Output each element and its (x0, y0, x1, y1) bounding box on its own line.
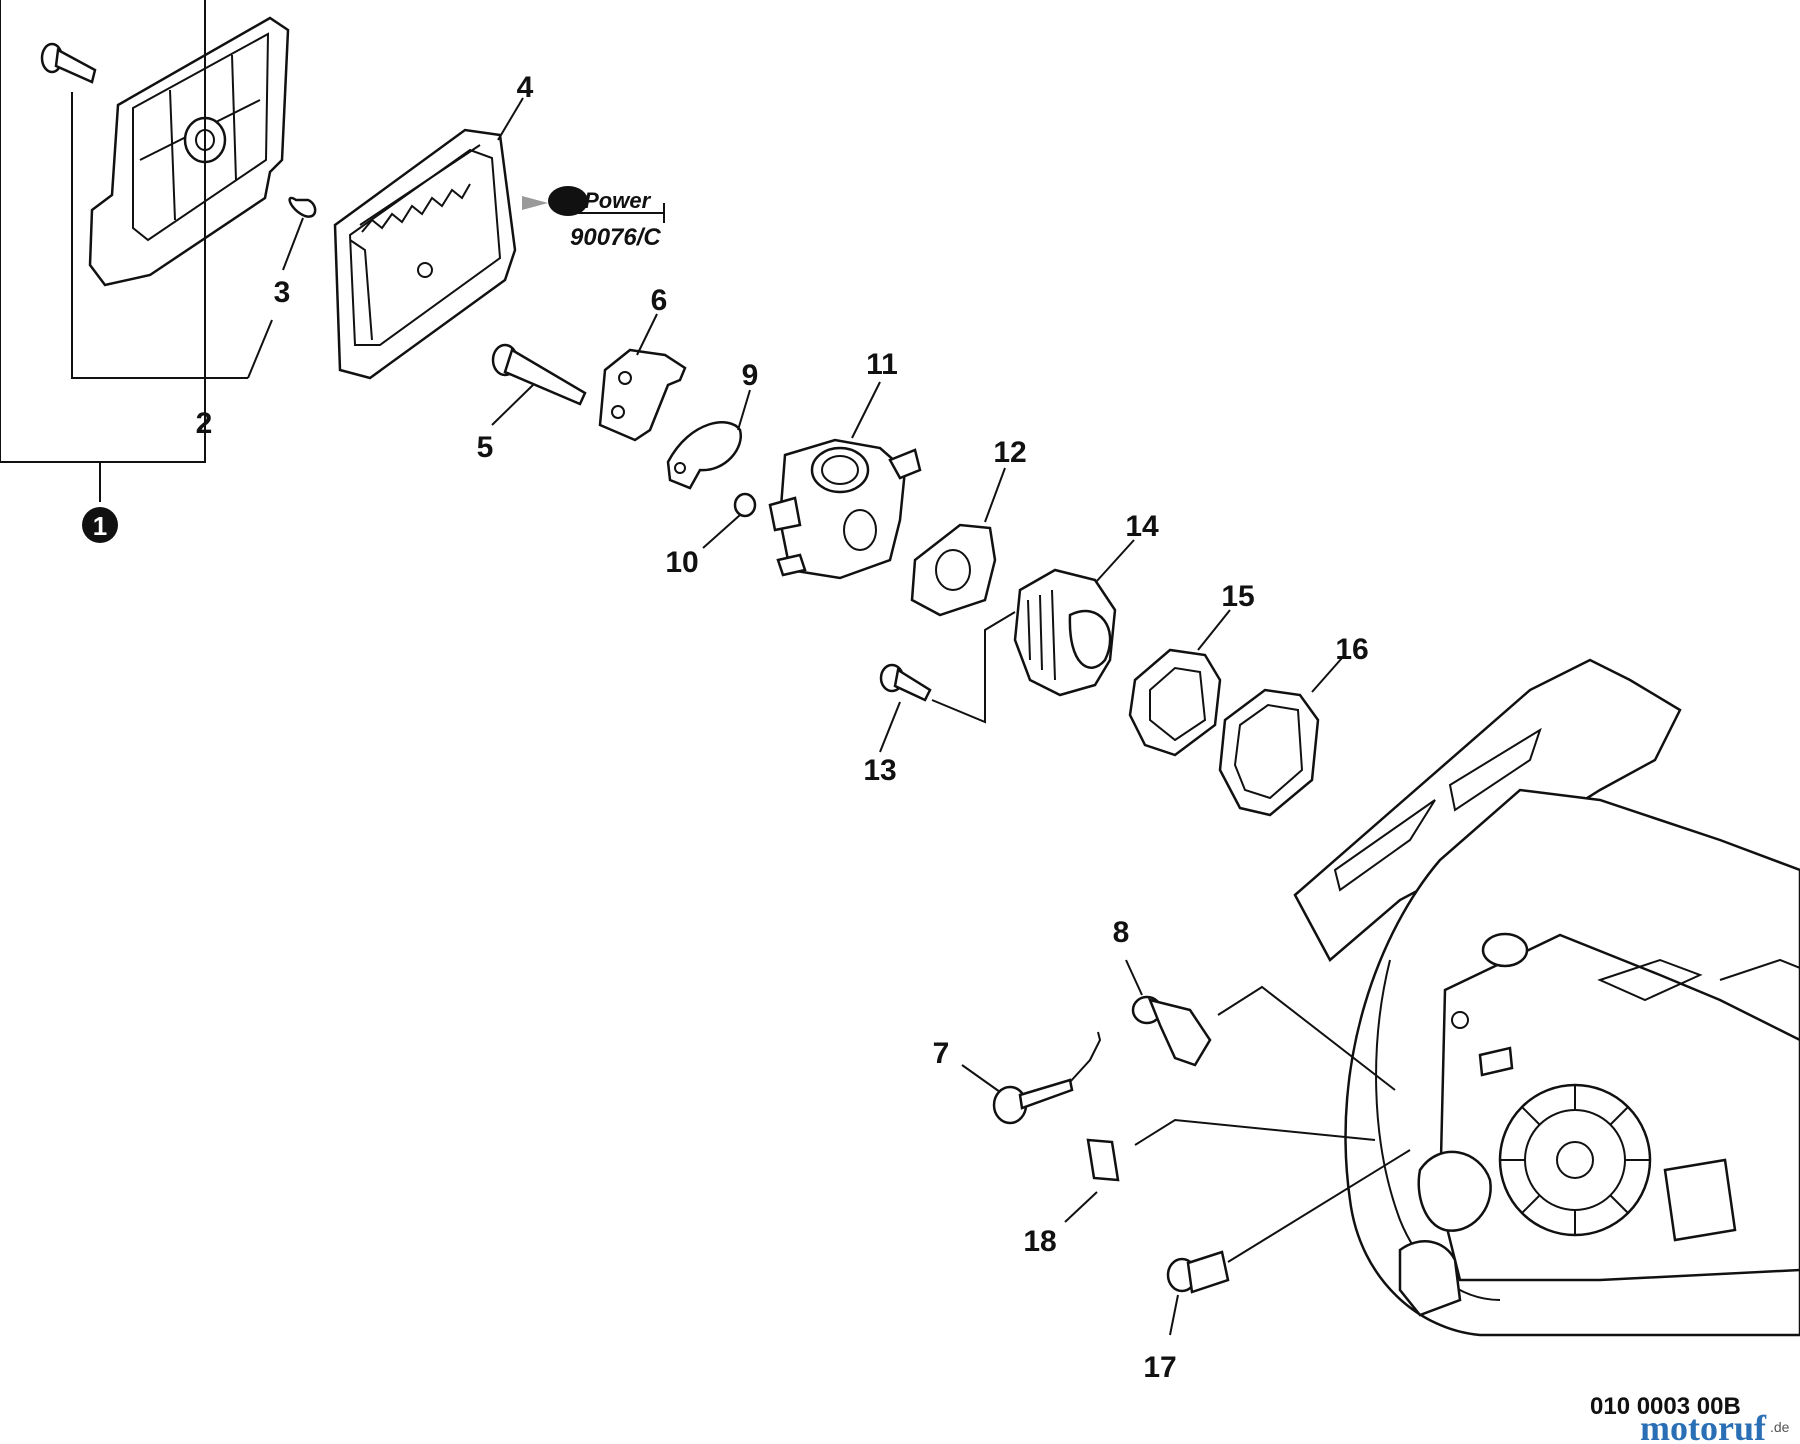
callout-13: 13 (863, 754, 896, 787)
callout-18: 18 (1023, 1225, 1056, 1258)
repower-part-number: 90076/C (570, 224, 661, 251)
callout-10: 10 (665, 546, 698, 579)
long-screw-part (491, 343, 587, 406)
callout-1: 1 (93, 511, 107, 541)
intake-manifold-part (1013, 568, 1117, 697)
callout-8: 8 (1113, 916, 1130, 949)
air-filter-part (333, 128, 517, 380)
clip-part (288, 196, 317, 218)
carburetor-gasket-part (910, 523, 997, 617)
callout-16: 16 (1335, 633, 1368, 666)
carburetor-part (768, 438, 922, 580)
callout-11: 11 (866, 348, 898, 381)
watermark-suffix: .de (1770, 1419, 1790, 1435)
callout-1-disc (82, 507, 118, 543)
callout-2: 2 (196, 407, 213, 440)
motoruf-watermark: motoruf .de (1640, 1408, 1790, 1444)
drawing-reference: 010 0003 00B (1590, 1393, 1741, 1420)
callout-15: 15 (1221, 580, 1254, 613)
watermark-text: motoruf (1640, 1408, 1767, 1444)
callout-7: 7 (933, 1037, 950, 1070)
air-filter-cover-part (88, 16, 290, 287)
callout-6: 6 (651, 284, 668, 317)
washer-part (733, 492, 757, 518)
callout-9: 9 (742, 359, 759, 392)
callout-3: 3 (274, 276, 291, 309)
repower-logo-icon (548, 186, 588, 216)
chainsaw-body-part (1293, 658, 1800, 1337)
callout-14: 14 (1125, 510, 1159, 543)
cover-screw-part (40, 42, 97, 84)
callout-17: 17 (1143, 1351, 1176, 1384)
repower-name: RePower (556, 188, 652, 213)
callout-12: 12 (993, 436, 1026, 469)
manifold-gasket-part (1128, 648, 1222, 757)
pad-part (1086, 1138, 1120, 1182)
manifold-screw-part (879, 663, 932, 702)
leader-lines (0, 0, 1411, 1336)
callout-5: 5 (477, 431, 494, 464)
throttle-lever-part (1131, 995, 1212, 1067)
gasket-part (666, 421, 743, 490)
choke-rod-part (992, 1031, 1102, 1125)
callout-4: 4 (517, 71, 534, 104)
seal-ring-part (1218, 688, 1320, 817)
repower-badge: RePower 90076/C (522, 186, 665, 251)
bracket-part (598, 348, 687, 442)
grommet-part (1166, 1250, 1230, 1294)
